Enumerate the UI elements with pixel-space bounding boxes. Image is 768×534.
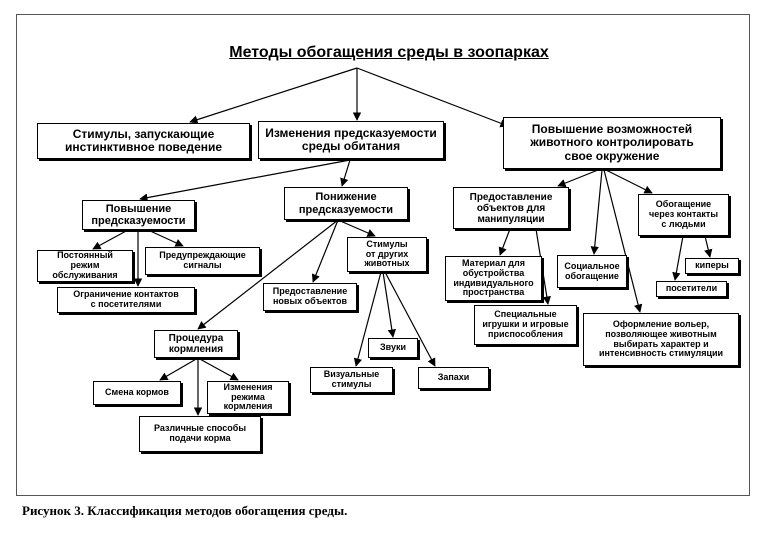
node-predictability-up: Повышение предсказуемости [82,200,195,230]
node-control-increase: Повышение возможностей животного контрол… [503,117,721,169]
node-other-animal-stimuli: Стимулы от других животных [347,237,427,272]
figure-caption: Рисунок 3. Классификация методов обогаще… [22,503,348,518]
node-manipulation-objects: Предоставление объектов для манипуляции [453,187,569,229]
arrow-other-to-visual [353,271,382,367]
arrow-human-to-visitors [672,235,684,281]
node-enclosure-design: Оформление вольер, позволяющее животным … [583,313,739,366]
arrow-title-to-stimuli-instinct [189,67,358,124]
arrow-manip-to-toys [535,228,551,305]
arrow-up-to-constant [92,229,129,250]
arrow-title-to-control-increase [356,67,509,128]
node-smells: Запахи [418,367,489,389]
arrow-down-to-new-objects [311,219,339,283]
node-new-objects: Предоставление новых объектов [263,283,357,311]
arrow-control-to-enclosure [603,169,643,313]
node-warning-signals: Предупреждающие сигналы [145,247,260,275]
node-visitors: посетители [656,281,727,297]
node-human-contacts: Обогащение через контакты с людьми [638,194,729,236]
node-constant-regime: Постоянный режим обслуживания [37,250,133,282]
node-predictability-change: Изменения предсказуемости среды обитания [258,121,444,159]
arrow-up-to-warning [147,229,184,247]
arrow-change-to-up [139,159,351,202]
arrow-control-to-manipulation [557,169,599,188]
arrow-other-to-sounds [382,271,397,338]
node-feeding-procedure: Процедура кормления [154,330,238,358]
diagram-title: Методы обогащения среды в зоопарках [229,44,549,61]
arrow-manip-to-material [498,228,511,256]
arrow-other-to-smells [384,271,436,367]
node-feeding-regime-change: Изменения режима кормления [207,381,289,414]
node-sounds: Звуки [368,338,418,358]
node-keepers: киперы [685,258,739,274]
node-feed-change: Смена кормов [93,381,181,405]
arrow-down-to-other-animals [337,219,376,237]
arrow-down-to-feeding [197,219,339,330]
node-individual-space-material: Материал для обустройства индивидуальног… [445,256,542,301]
node-visual-stimuli: Визуальные стимулы [310,367,393,393]
arrow-human-to-keepers [704,235,713,258]
arrow-change-to-down [340,159,351,187]
node-social-enrichment: Социальное обогащение [557,255,627,288]
node-limit-contacts: Ограничение контактов с посетителями [57,287,195,313]
node-special-toys: Специальные игрушки и игровые приспособл… [474,305,577,345]
arrow-feeding-to-change [159,357,199,381]
node-stimuli-instinct: Стимулы, запускающие инстинктивное повед… [37,123,250,159]
node-feed-methods: Различные способы подачи корма [139,416,261,452]
arrow-feeding-to-regime [197,357,239,381]
arrow-control-to-human [605,169,653,194]
arrow-control-to-social [590,169,603,255]
node-predictability-down: Понижение предсказуемости [284,187,408,220]
